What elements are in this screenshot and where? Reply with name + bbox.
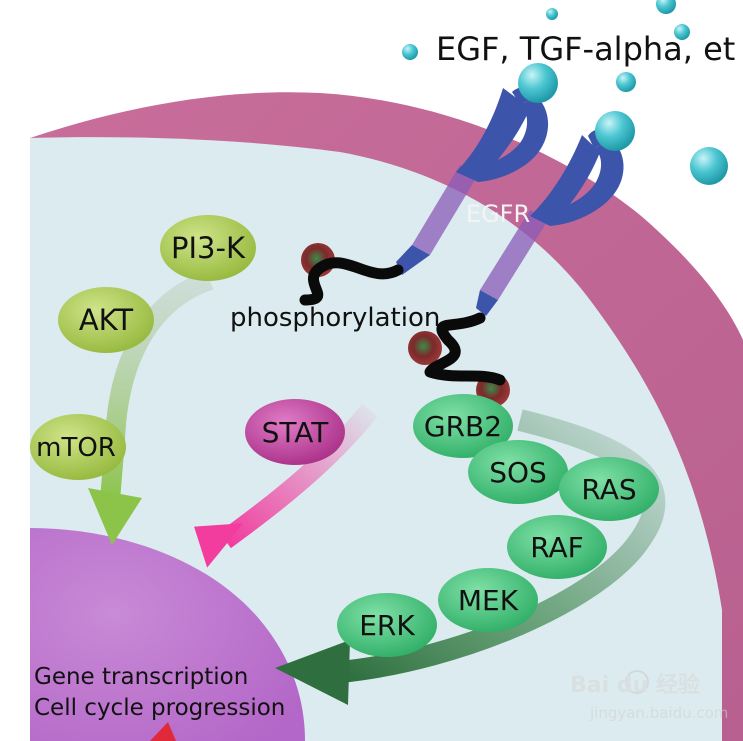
node-mek: MEK	[438, 568, 538, 632]
node-pi3k: PI3-K	[160, 215, 256, 281]
mek-label: MEK	[458, 584, 519, 617]
red-arrow-tip	[150, 722, 176, 741]
egfr-receptor-right	[476, 129, 624, 316]
paw-icon	[625, 670, 649, 694]
raf-label: RAF	[530, 531, 584, 564]
stat-arrow	[194, 403, 378, 568]
mapk-pathway-arrow	[275, 409, 666, 705]
watermark-url: jingyan.baidu.com	[589, 704, 728, 722]
watermark-brand: Bai du 经验	[570, 672, 700, 698]
node-erk: ERK	[337, 593, 437, 657]
node-ras: RAS	[559, 457, 659, 521]
outcome-line-2: Cell cycle progression	[34, 695, 285, 721]
node-mtor: mTOR	[30, 414, 126, 480]
phosphorylation-sites	[299, 243, 510, 407]
nucleus	[30, 528, 305, 741]
ligand-molecules	[402, 0, 728, 185]
akt-label: AKT	[79, 303, 134, 337]
ras-label: RAS	[581, 473, 636, 506]
erk-label: ERK	[359, 609, 415, 642]
ligand-label: EGF, TGF-alpha, et	[436, 30, 735, 68]
node-raf: RAF	[507, 515, 607, 579]
node-grb2: GRB2	[413, 394, 513, 458]
stat-label: STAT	[262, 416, 330, 449]
outcome-line-1: Gene transcription	[34, 664, 248, 690]
node-stat: STAT	[245, 399, 345, 465]
grb2-label: GRB2	[424, 410, 502, 443]
pi3k-label: PI3-K	[171, 231, 246, 265]
baidu-watermark: Bai du 经验 jingyan.baidu.com	[570, 670, 728, 722]
node-sos: SOS	[468, 440, 568, 504]
mtor-label: mTOR	[36, 433, 116, 463]
node-akt: AKT	[58, 287, 154, 353]
phosphorylation-label: phosphorylation	[230, 303, 440, 333]
egfr-label: EGFR	[466, 200, 530, 228]
sos-label: SOS	[489, 456, 547, 489]
